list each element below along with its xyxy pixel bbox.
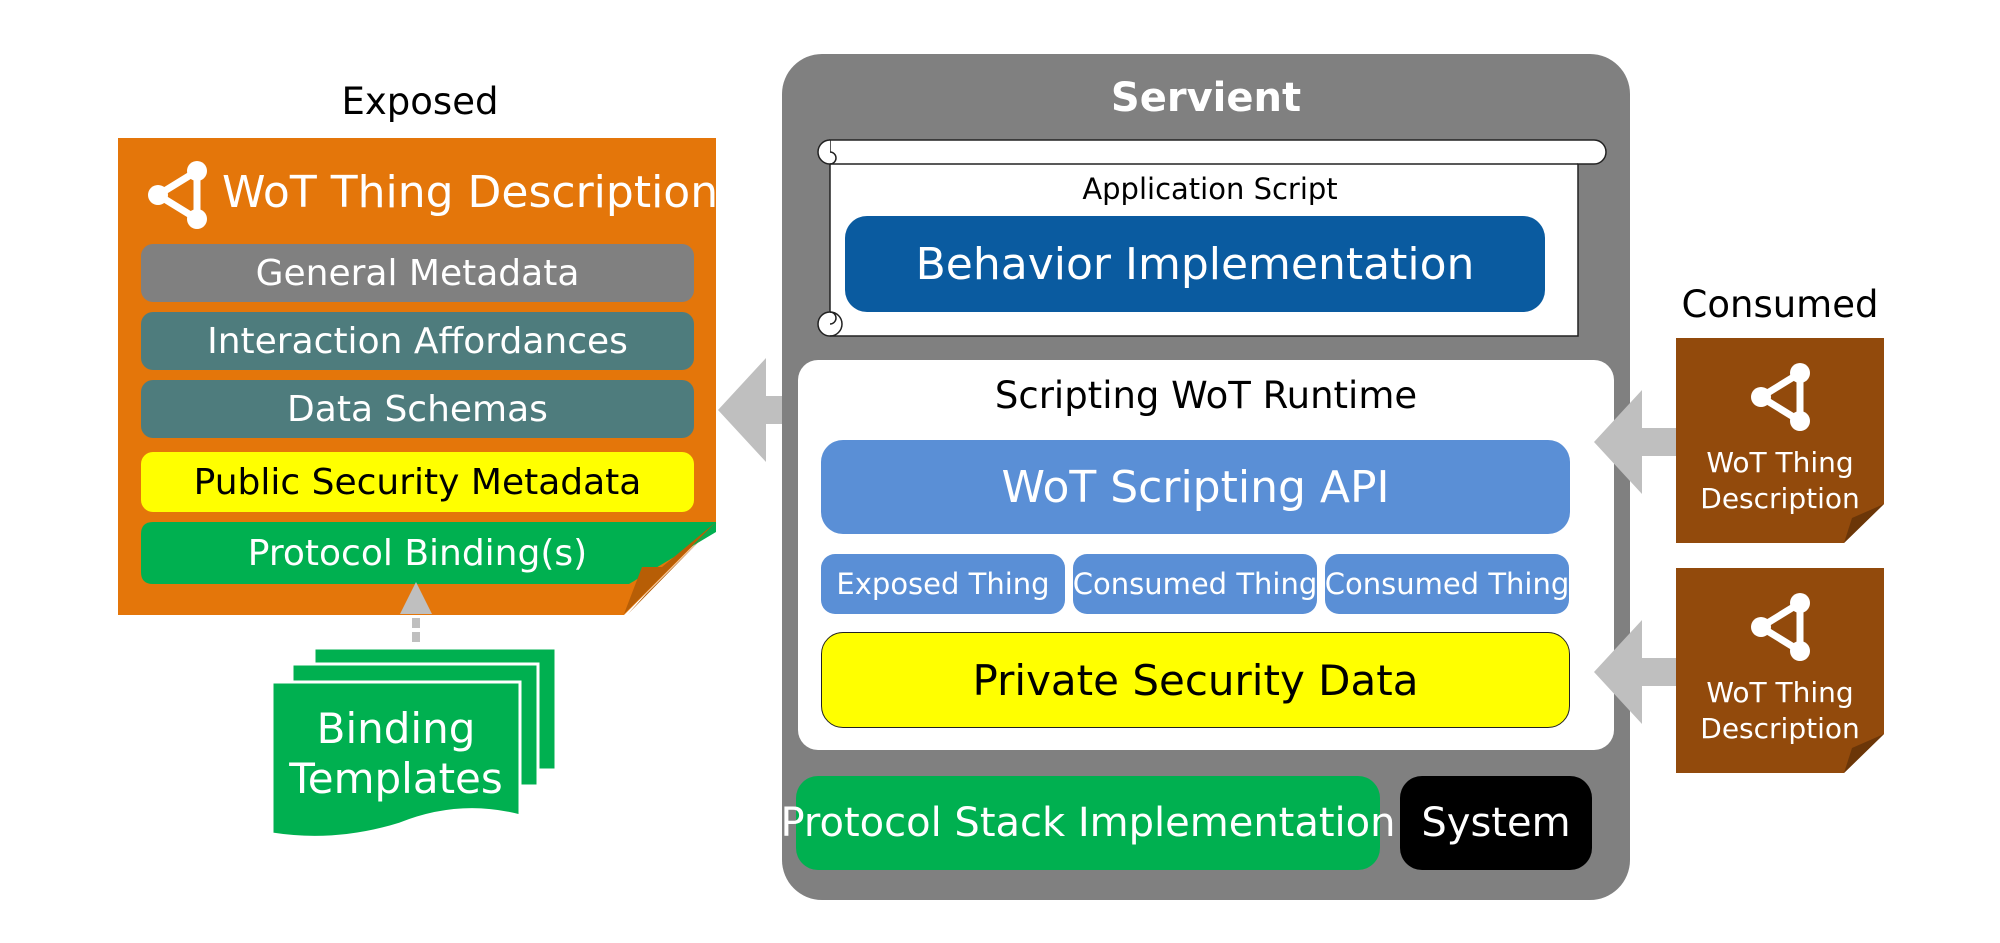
share-icon <box>1751 363 1810 431</box>
protocol-bindings-row-shape <box>141 522 718 614</box>
exposed-thing-box: Exposed Thing <box>821 554 1065 614</box>
system-box: System <box>1400 776 1592 870</box>
consume-arrow-1 <box>1594 390 1692 494</box>
behavior-implementation-box: Behavior Implementation <box>845 216 1545 312</box>
expose-arrow <box>718 358 806 462</box>
binding-templates-stack <box>270 648 558 839</box>
consume-arrow-2 <box>1594 620 1692 724</box>
binding-templates-line-2: Templates <box>289 753 503 803</box>
share-icon <box>1751 593 1810 661</box>
td-title: WoT Thing Description <box>222 166 719 218</box>
protocol-bindings-row: Protocol Binding(s) <box>247 532 588 574</box>
consumed-td-document-2 <box>1676 568 1884 773</box>
public-security-metadata-row: Public Security Metadata <box>141 452 694 512</box>
application-script-label: Application Script <box>1082 172 1338 206</box>
protocol-stack-box: Protocol Stack Implementation <box>781 776 1396 870</box>
page-fold <box>624 522 716 614</box>
binding-templates-line-1: Binding <box>316 703 476 753</box>
consumed-td-2-line-2: Description <box>1700 711 1860 745</box>
consumed-td-1-line-2: Description <box>1700 481 1860 515</box>
consumed-td-2-line-1: WoT Thing <box>1706 675 1854 709</box>
consumed-caption: Consumed <box>1681 282 1879 326</box>
binding-templates-arrow <box>400 582 432 642</box>
share-icon <box>148 161 207 229</box>
consumed-thing-box-1: Consumed Thing <box>1073 554 1317 614</box>
consumed-td-1-line-1: WoT Thing <box>1706 445 1854 479</box>
servient-title: Servient <box>1110 75 1302 121</box>
scripting-runtime-title: Scripting WoT Runtime <box>994 373 1418 417</box>
general-metadata-row: General Metadata <box>141 244 694 302</box>
exposed-caption: Exposed <box>341 79 499 123</box>
wot-scripting-api-box: WoT Scripting API <box>821 440 1570 534</box>
data-schemas-row: Data Schemas <box>141 380 694 438</box>
consumed-td-document-1 <box>1676 338 1884 543</box>
private-security-data-box: Private Security Data <box>821 632 1570 728</box>
interaction-affordances-row: Interaction Affordances <box>141 312 694 370</box>
consumed-thing-box-2: Consumed Thing <box>1325 554 1569 614</box>
